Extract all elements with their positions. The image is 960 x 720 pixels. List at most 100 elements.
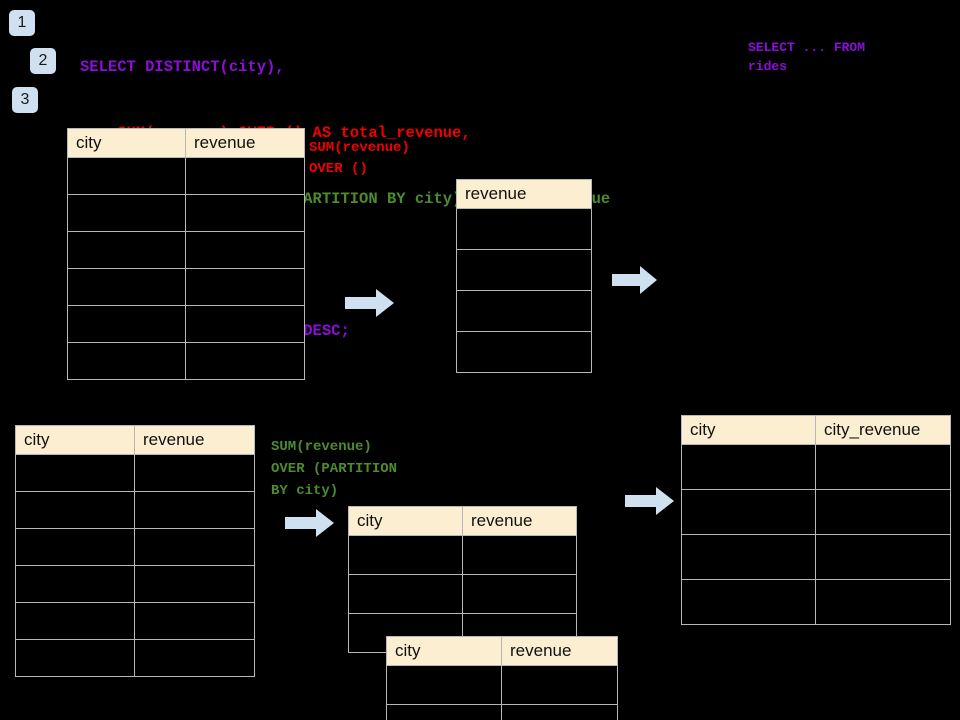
source-rides-table: city revenue (67, 128, 305, 380)
cell (501, 665, 618, 705)
cell (456, 208, 592, 250)
table-row (681, 579, 951, 625)
cell (15, 639, 135, 677)
table-header-row: city city_revenue (681, 415, 951, 445)
cell (134, 528, 255, 566)
column-header-city: city (67, 128, 186, 158)
table-row (15, 528, 255, 566)
column-header-city: city (348, 506, 463, 536)
cell (15, 491, 135, 529)
table-row (67, 268, 305, 306)
cell (185, 305, 305, 343)
table-row (681, 489, 951, 535)
table-row (15, 639, 255, 677)
cell (386, 665, 502, 705)
table-row (348, 535, 577, 575)
column-header-revenue: revenue (462, 506, 577, 536)
cell (67, 194, 186, 232)
table-header-row: revenue (456, 179, 592, 209)
column-header-city: city (386, 636, 502, 666)
flow-arrow-1 (345, 289, 394, 317)
table-row (15, 491, 255, 529)
cell (681, 489, 816, 535)
cell (456, 249, 592, 291)
cell (134, 639, 255, 677)
cell (67, 305, 186, 343)
table-row (386, 704, 618, 720)
step-badge-2: 2 (30, 48, 56, 74)
table-row (456, 208, 592, 250)
cell (501, 704, 618, 720)
table-row (456, 331, 592, 373)
column-header-revenue: revenue (456, 179, 592, 209)
sql-line-1: SELECT DISTINCT(city), (80, 58, 285, 76)
flow-arrow-4 (625, 487, 674, 515)
table-row (456, 249, 592, 291)
annotation-sum-over-empty: SUM(revenue) OVER () (309, 140, 410, 177)
cell (462, 574, 577, 614)
cell (134, 491, 255, 529)
cell (15, 602, 135, 640)
table-row (348, 574, 577, 614)
table-row (15, 454, 255, 492)
cell (681, 534, 816, 580)
table-header-row: city revenue (386, 636, 618, 666)
cell (67, 342, 186, 380)
table-row (681, 444, 951, 490)
cell (185, 157, 305, 195)
table-row (67, 231, 305, 269)
cell (67, 231, 186, 269)
cell (134, 565, 255, 603)
cell (185, 194, 305, 232)
cell (681, 444, 816, 490)
cell (681, 579, 816, 625)
cell (348, 574, 463, 614)
table-row (456, 290, 592, 332)
column-header-revenue: revenue (134, 425, 255, 455)
column-header-revenue: revenue (185, 128, 305, 158)
source-rides-table-partitioned: city revenue (15, 425, 255, 677)
table-row (67, 157, 305, 195)
step-badge-1: 1 (9, 10, 35, 36)
cell (815, 444, 951, 490)
table-row (15, 565, 255, 603)
table-header-row: city revenue (348, 506, 577, 536)
partition-group-table-front: city revenue (386, 636, 618, 720)
table-row (67, 342, 305, 380)
cell (386, 704, 502, 720)
flow-arrow-3 (285, 509, 334, 537)
table-header-row: city revenue (15, 425, 255, 455)
cell (15, 565, 135, 603)
column-header-city: city (681, 415, 816, 445)
flow-arrow-2 (612, 266, 657, 294)
cell (185, 268, 305, 306)
cell (185, 342, 305, 380)
annotation-select-from: SELECT ... FROM rides (748, 40, 866, 74)
cell (67, 268, 186, 306)
annotation-sum-over-partition: SUM(revenue) OVER (PARTITION BY city) (271, 439, 398, 499)
cell (815, 534, 951, 580)
cell (15, 528, 135, 566)
column-header-city-revenue: city_revenue (815, 415, 951, 445)
cell (815, 489, 951, 535)
total-revenue-table: revenue (456, 179, 592, 373)
cell (15, 454, 135, 492)
cell (134, 602, 255, 640)
cell (815, 579, 951, 625)
step-badge-3: 3 (12, 87, 38, 113)
table-row (15, 602, 255, 640)
table-header-row: city revenue (67, 128, 305, 158)
cell (348, 535, 463, 575)
cell (456, 290, 592, 332)
cell (134, 454, 255, 492)
table-row (67, 305, 305, 343)
table-row (681, 534, 951, 580)
cell (67, 157, 186, 195)
column-header-city: city (15, 425, 135, 455)
table-row (67, 194, 305, 232)
cell (462, 535, 577, 575)
cell (456, 331, 592, 373)
column-header-revenue: revenue (501, 636, 618, 666)
partition-group-table-back: city revenue (348, 506, 577, 653)
